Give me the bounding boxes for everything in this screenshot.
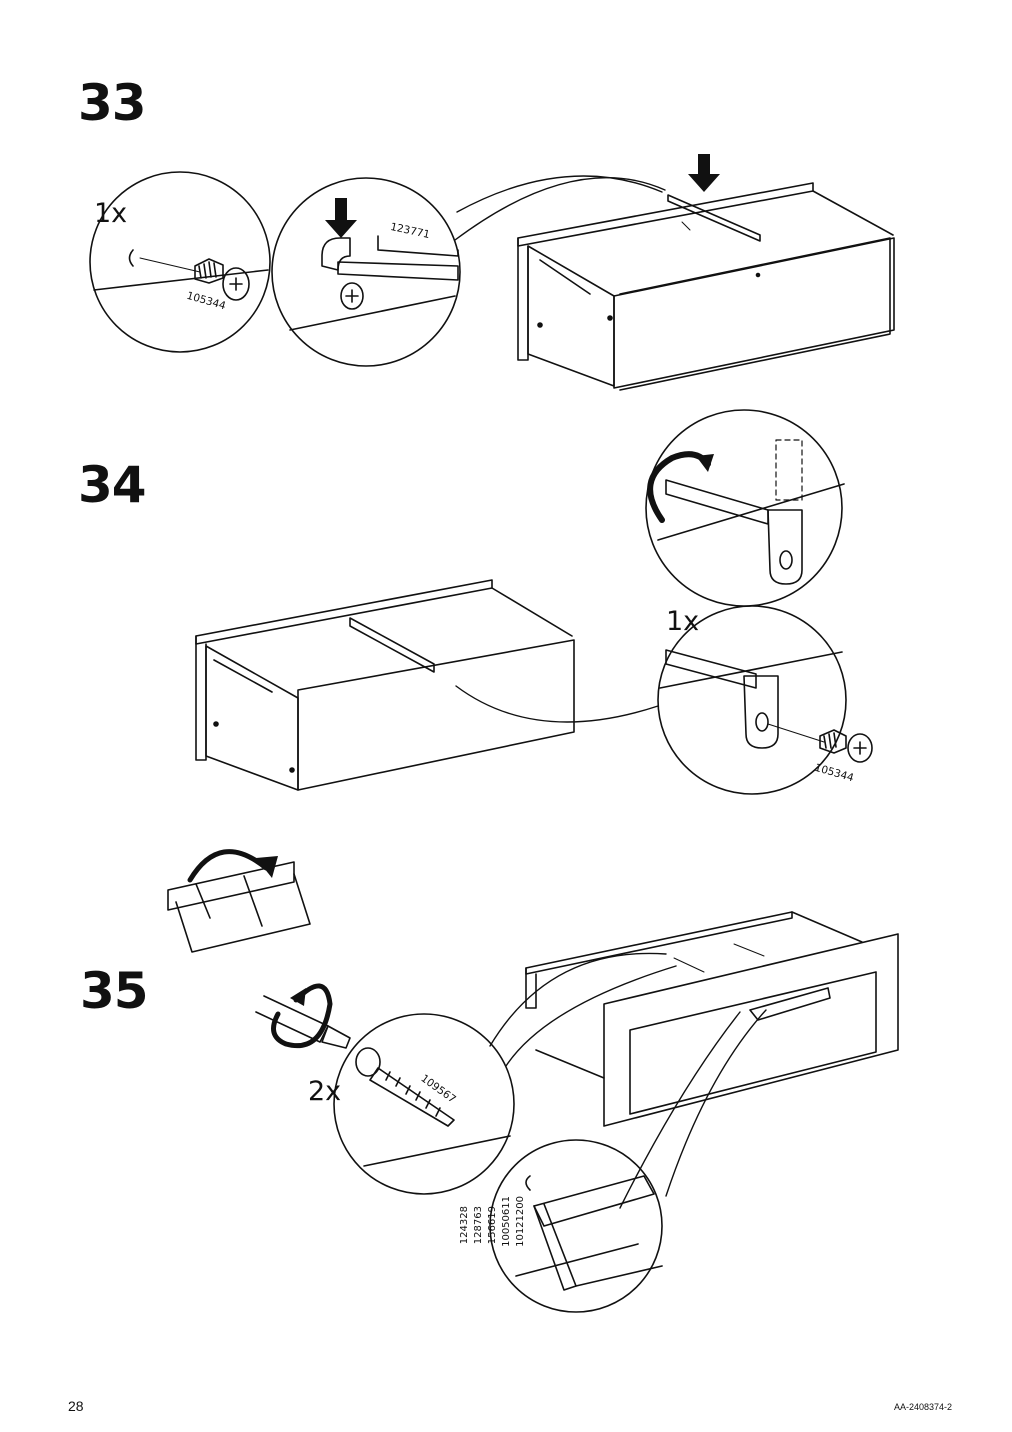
handle-icon <box>533 1175 663 1291</box>
step-number-35: 35 <box>80 962 149 1020</box>
handle-detail-circle <box>489 1139 663 1313</box>
screwdriver-icon <box>255 995 351 1049</box>
handle-code: 124328 <box>459 1206 470 1245</box>
step-number-34: 34 <box>78 456 147 514</box>
flip-drawer-thumbnail <box>167 861 311 953</box>
screw-icon <box>194 258 250 301</box>
handle-code: 128763 <box>473 1206 484 1245</box>
step-35-illustration <box>167 849 899 1313</box>
drawer-box-step34 <box>195 579 575 791</box>
quantity-label-33: 1x <box>94 198 128 229</box>
drawer-with-front <box>525 911 899 1127</box>
step-34-illustration <box>195 409 873 795</box>
step-33-illustration <box>89 154 895 391</box>
rotate-arrow-icon <box>187 849 278 883</box>
screw-detail-circle <box>657 605 847 795</box>
handle-code: 156619 <box>487 1206 498 1245</box>
screw-icon <box>819 729 873 763</box>
down-arrow-icon <box>325 198 357 238</box>
rail-bracket-icon <box>321 235 459 310</box>
handle-code: 10050611 <box>501 1196 512 1247</box>
step-number-33: 33 <box>78 74 147 132</box>
quantity-label-34: 1x <box>666 606 700 637</box>
handle-code: 10121200 <box>515 1196 526 1247</box>
bracket-detail-circle <box>271 177 461 367</box>
rotate-arrow-icon <box>271 983 333 1048</box>
rotate-detail-circle <box>645 409 843 607</box>
page-number: 28 <box>68 1398 84 1414</box>
down-arrow-icon <box>688 154 720 192</box>
document-code: AA-2408374-2 <box>893 1402 952 1412</box>
drawer-box-step33 <box>517 182 895 391</box>
screw-detail-circle <box>89 171 271 353</box>
rotate-arrow-icon <box>647 451 714 523</box>
screw-detail-circle <box>333 1013 515 1195</box>
quantity-label-35: 2x <box>308 1076 342 1107</box>
